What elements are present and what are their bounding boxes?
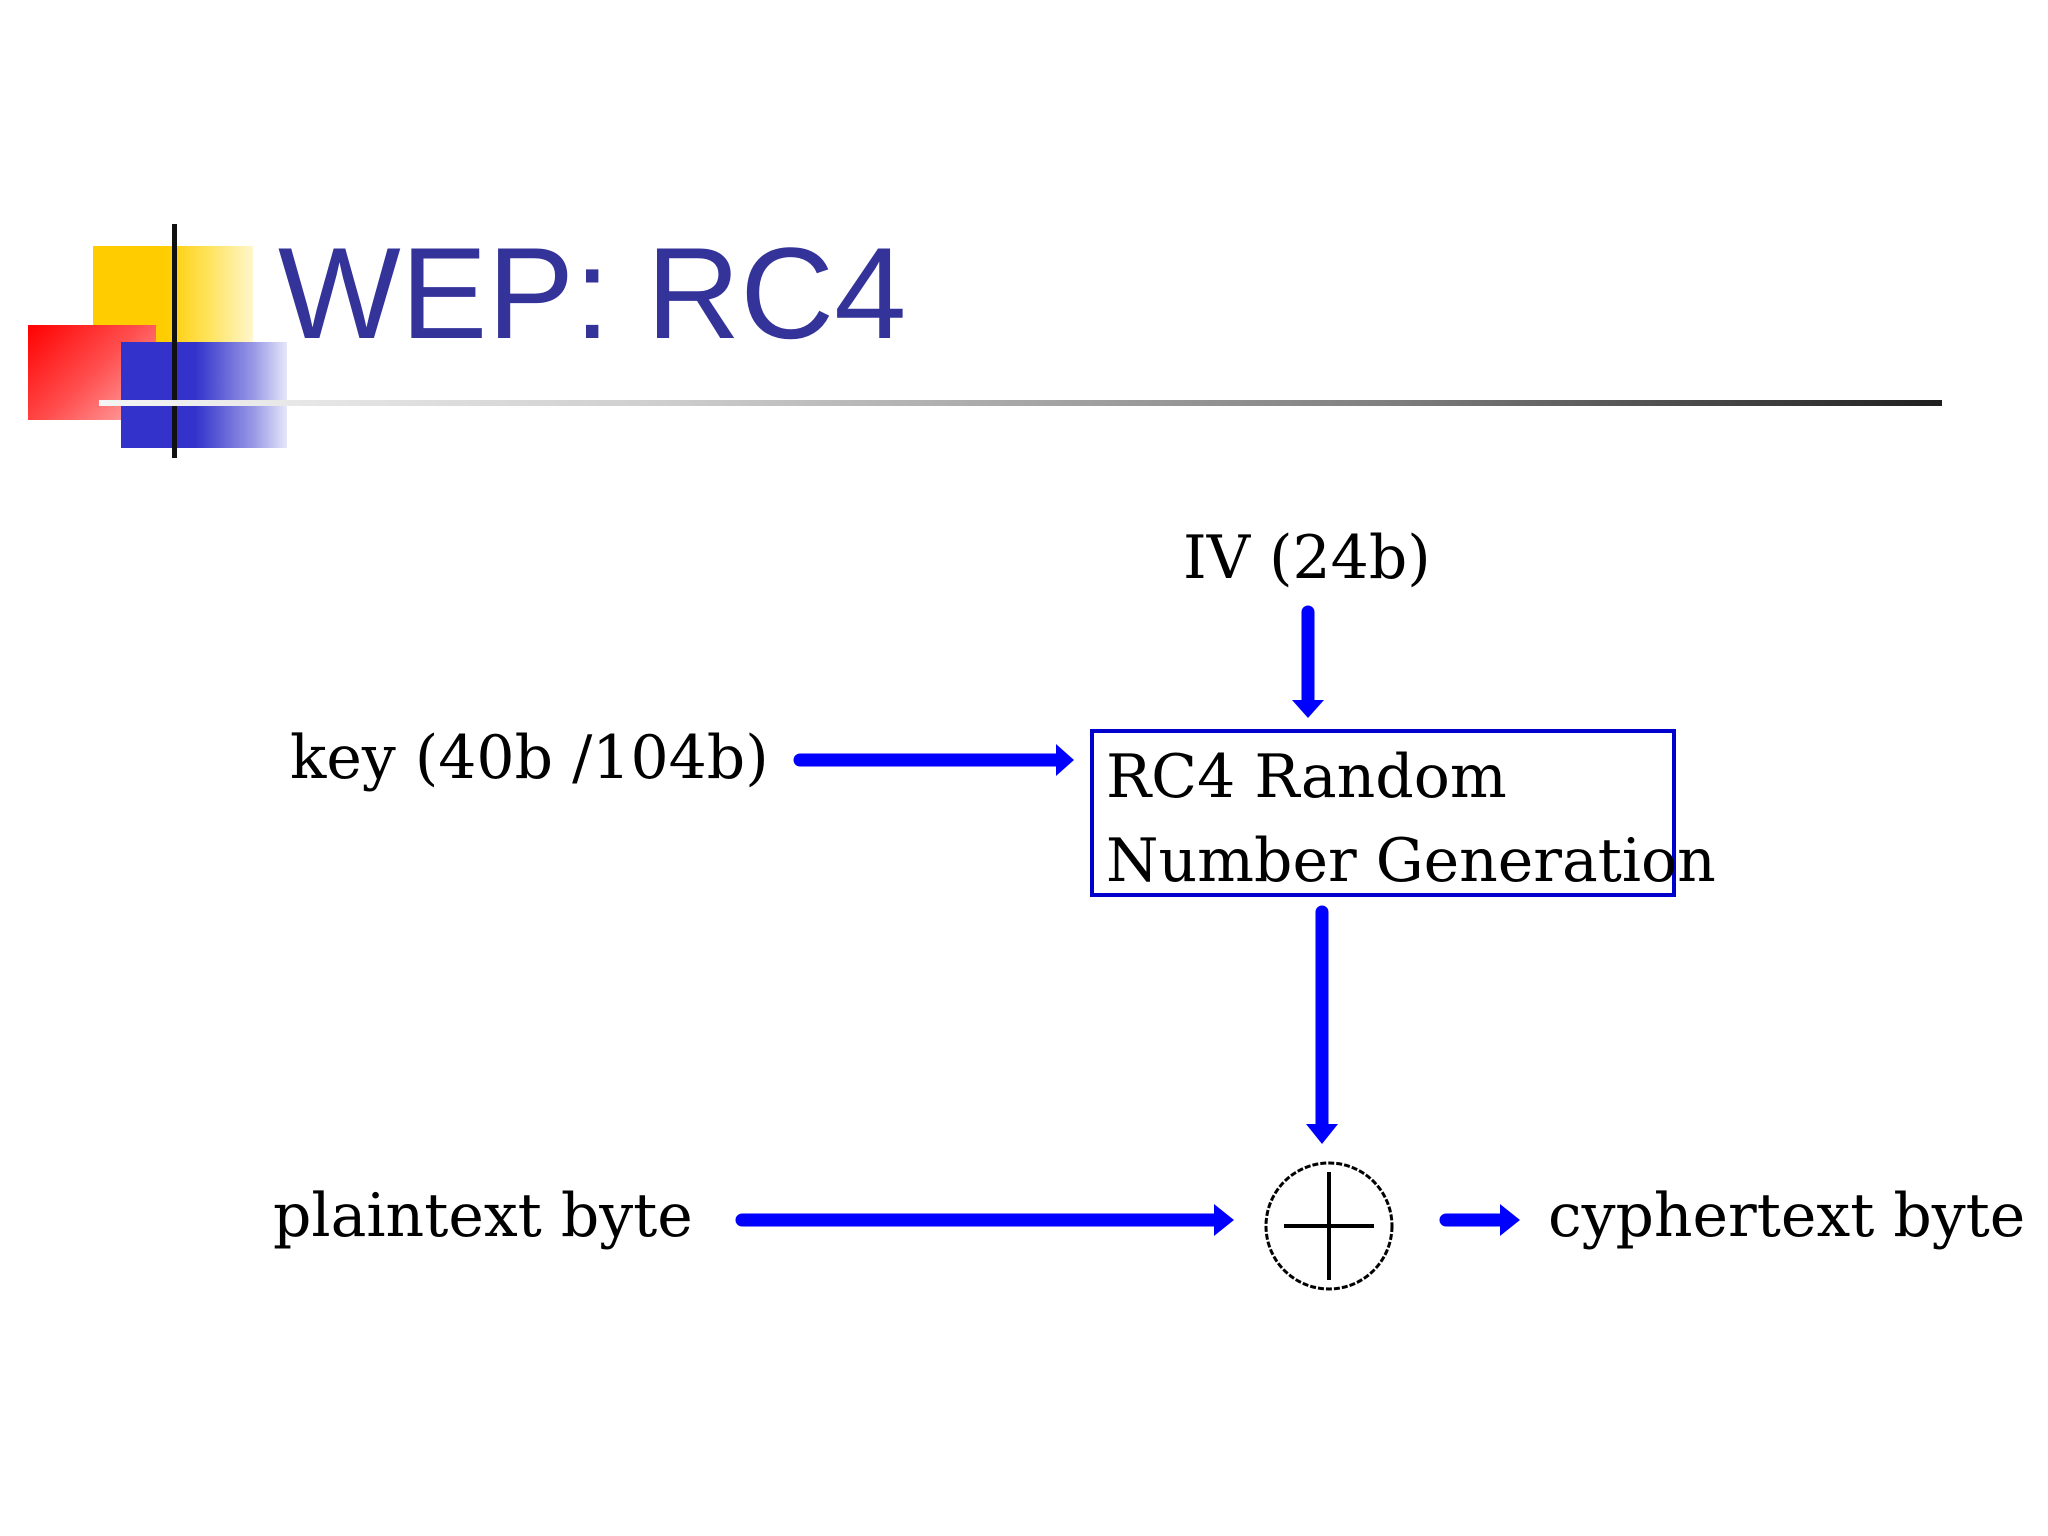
title-underline-rule (99, 400, 1942, 406)
decorative-vertical-line (172, 224, 177, 458)
rc4-box-line2: Number Generation (1106, 826, 1716, 896)
iv-label: IV (24b) (1183, 523, 1431, 593)
plaintext-label: plaintext byte (273, 1181, 693, 1251)
xor-to-cyphertext-arrow (1439, 1204, 1520, 1236)
plaintext-to-xor-arrow (735, 1204, 1234, 1236)
rc4-generator-box: RC4 Random Number Generation (1090, 729, 1716, 897)
rc4-to-xor-arrow (1306, 905, 1338, 1144)
page-title: WEP: RC4 (278, 220, 907, 366)
key-label: key (40b /104b) (290, 723, 769, 793)
decorative-blue-square (121, 342, 287, 448)
key-to-rc4-arrow (793, 744, 1074, 776)
cyphertext-label: cyphertext byte (1548, 1181, 2026, 1251)
rc4-box-line1: RC4 Random (1106, 742, 1507, 812)
iv-to-rc4-arrow (1292, 605, 1324, 718)
xor-operator-icon (1264, 1161, 1394, 1291)
